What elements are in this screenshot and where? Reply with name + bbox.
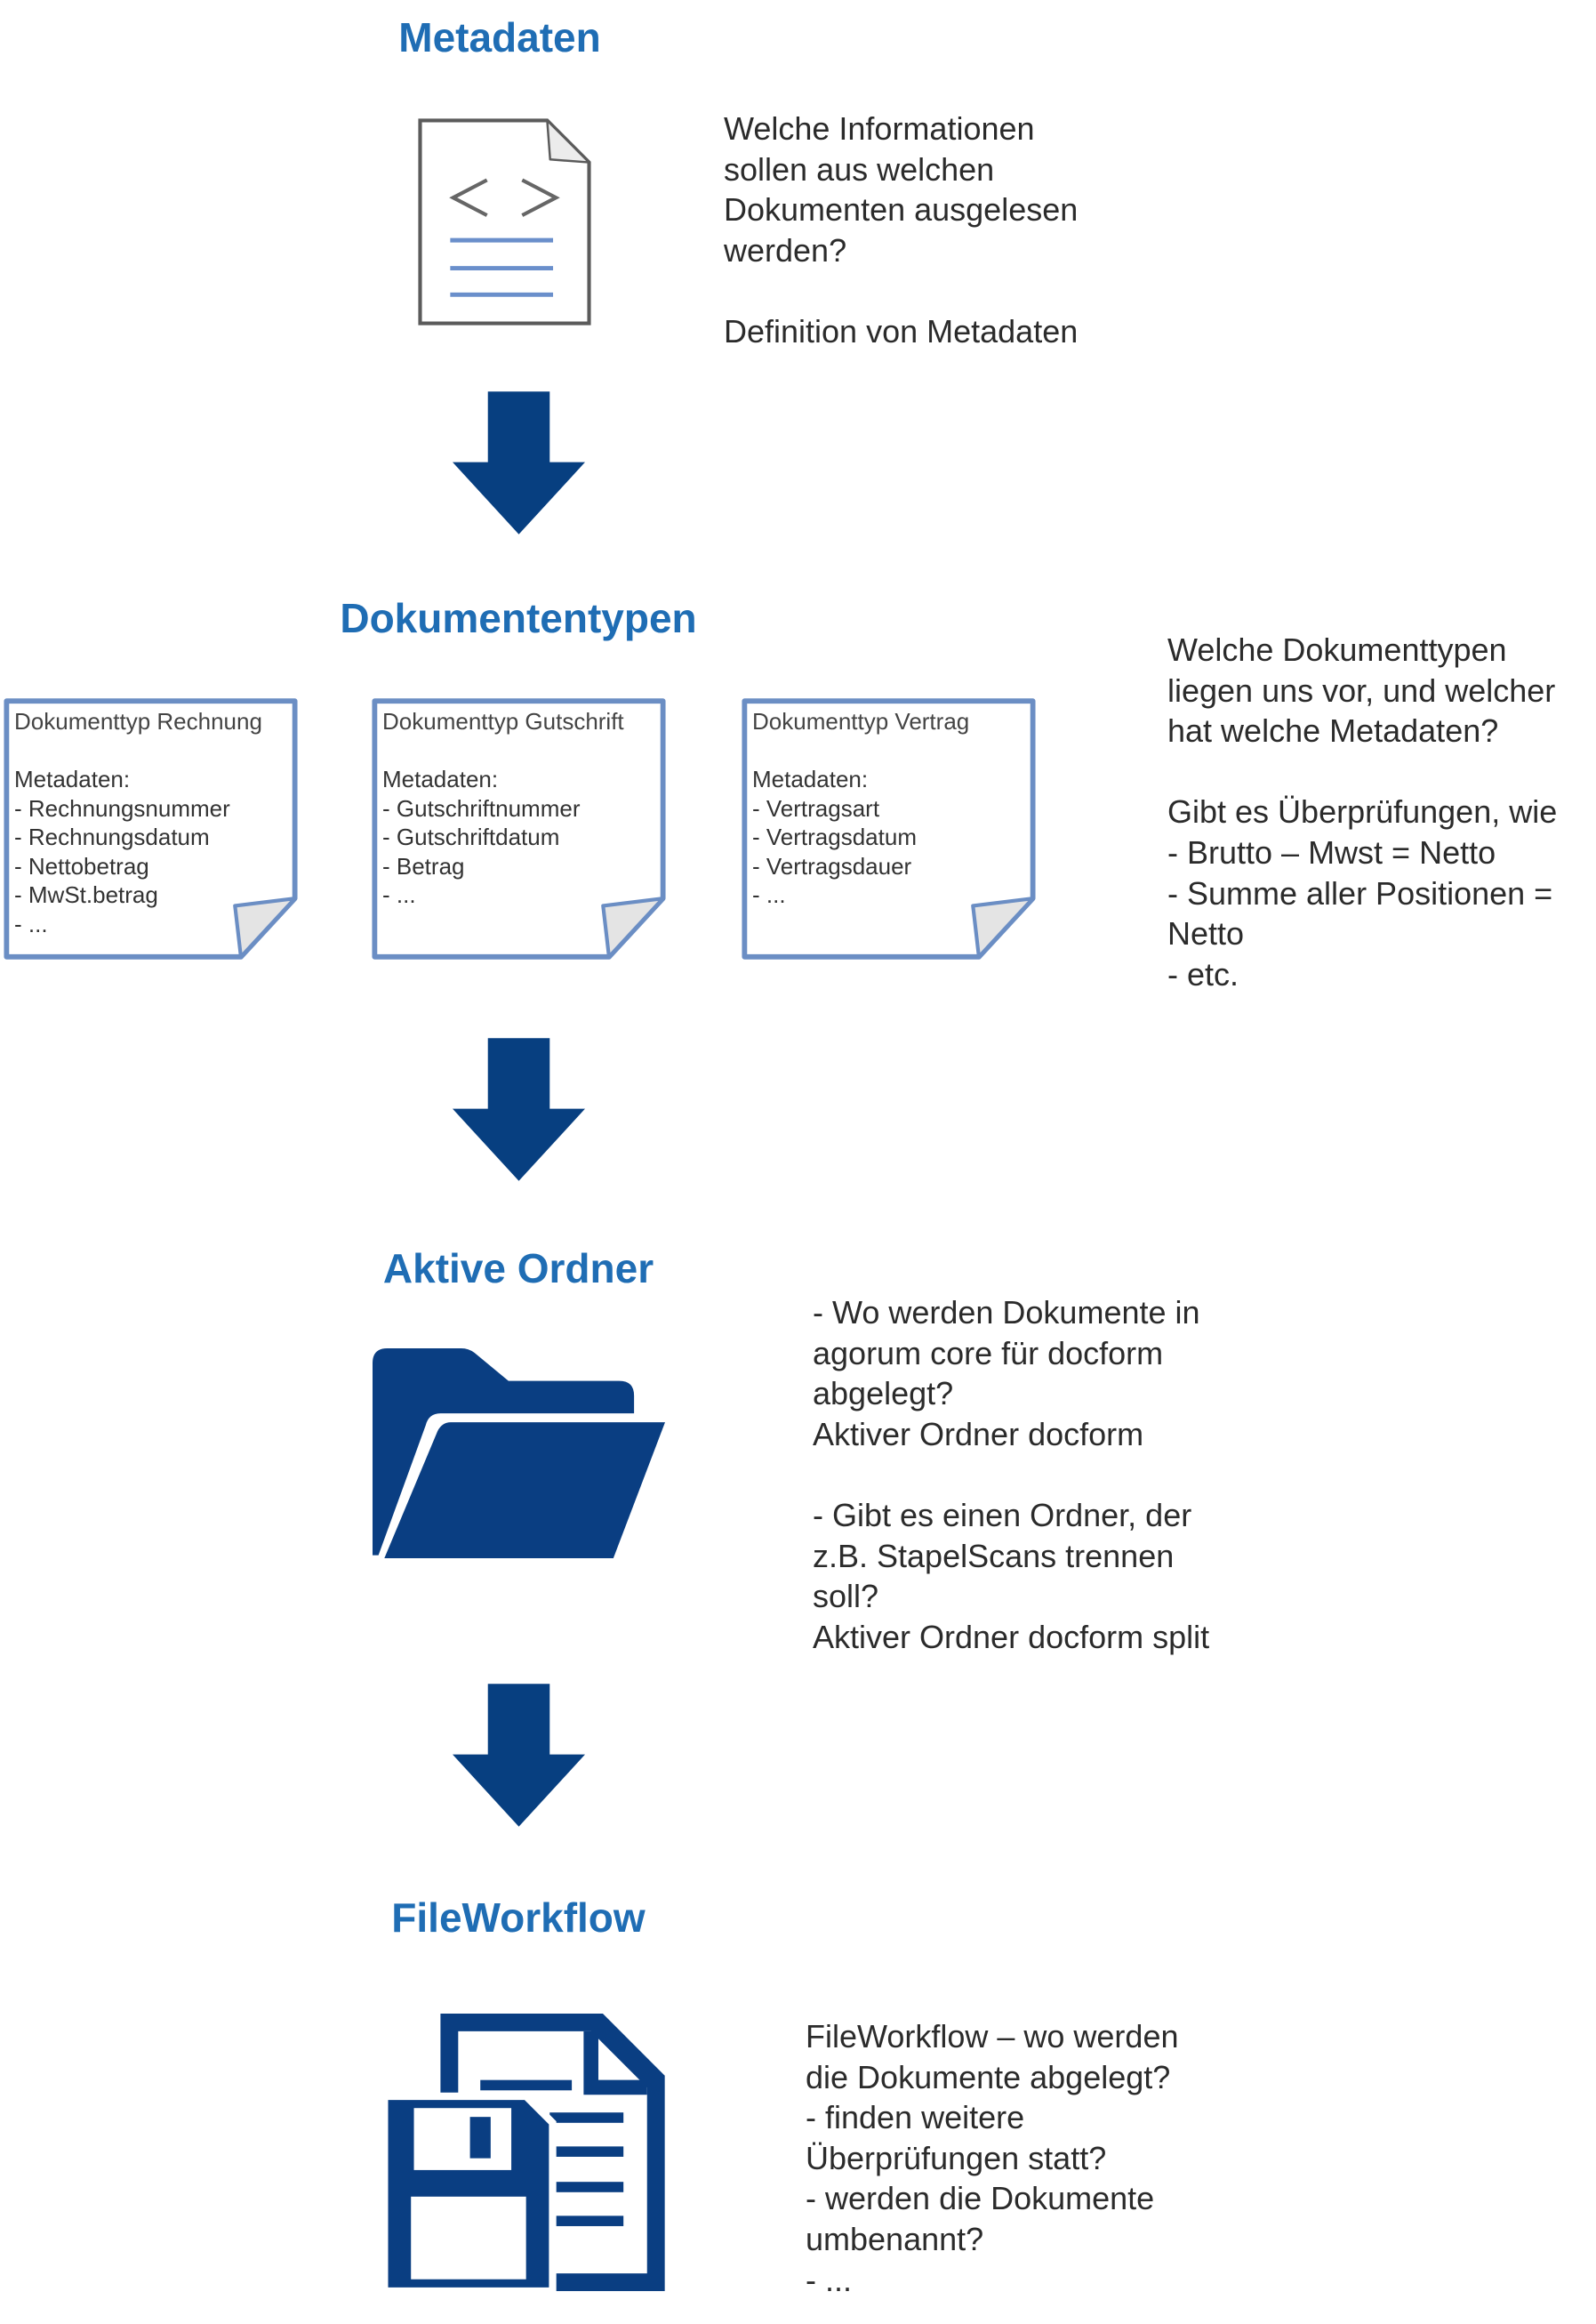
description-paragraph: Welche Dokumenttypen liegen uns vor, und… <box>1167 630 1557 752</box>
description-line: werden? <box>724 231 847 269</box>
description-line: - werden die Dokumente <box>806 2180 1155 2217</box>
save-document-icon <box>384 2014 665 2291</box>
card-meta-item: - Vertragsdatum <box>752 824 917 850</box>
heading-aktive-ordner: Aktive Ordner <box>382 1245 654 1291</box>
description-line: - Brutto – Mwst = Netto <box>1167 833 1496 871</box>
description-line: Welche Informationen <box>724 110 1035 147</box>
metadaten-description: Welche Informationen sollen aus welchen … <box>724 109 1078 352</box>
floppy-label <box>411 2196 526 2280</box>
document-fold <box>583 2030 647 2095</box>
document-line <box>549 2112 624 2123</box>
description-line: soll? <box>813 1578 879 1615</box>
description-paragraph: - Wo werden Dokumente in agorum core für… <box>813 1292 1209 1454</box>
description-paragraph: - Gibt es einen Ordner, der z.B. StapelS… <box>813 1495 1209 1657</box>
fileworkflow-description: FileWorkflow – wo werden die Dokumente a… <box>806 2016 1178 2300</box>
floppy-shutter-slot <box>469 2117 491 2159</box>
page-fold <box>971 897 1035 959</box>
card-title: Dokumenttyp Gutschrift <box>382 708 624 735</box>
card-meta-label: Metadaten: <box>752 766 869 792</box>
description-line: - Summe aller Positionen = <box>1167 874 1553 912</box>
document-page-icon <box>4 698 298 960</box>
document-page-icon <box>372 698 666 960</box>
description-line: Welche Dokumenttypen <box>1167 631 1507 668</box>
folder-back <box>373 1348 635 1556</box>
description-line: - Wo werden Dokumente in <box>813 1294 1200 1331</box>
description-line: sollen aus welchen <box>724 150 995 188</box>
description-paragraph: Definition von Metadaten <box>724 311 1078 352</box>
description-line: z.B. StapelScans trennen <box>813 1537 1175 1574</box>
floppy-shutter <box>413 2108 512 2170</box>
aktive-ordner-description: - Wo werden Dokumente in agorum core für… <box>813 1292 1209 1657</box>
description-line: agorum core für docform <box>813 1334 1164 1371</box>
description-line: hat welche Metadaten? <box>1167 712 1499 750</box>
heading-dokumententypen: Dokumententypen <box>340 595 697 641</box>
card-meta-item: - ... <box>14 910 48 937</box>
description-line: FileWorkflow – wo werden <box>806 2018 1179 2055</box>
card-text: Dokumenttyp Gutschrift Metadaten: - Guts… <box>382 707 624 910</box>
doc-type-card-gutschrift: Dokumenttyp Gutschrift Metadaten: - Guts… <box>371 697 667 961</box>
page-outline <box>418 118 591 326</box>
description-line: Aktiver Ordner docform <box>813 1415 1144 1452</box>
chevron-left <box>449 178 488 217</box>
card-meta-item: - ... <box>752 881 786 908</box>
dokumententypen-description: Welche Dokumenttypen liegen uns vor, und… <box>1167 630 1557 994</box>
page-fold <box>546 119 590 164</box>
document-page-icon <box>742 698 1036 960</box>
folder-front <box>384 1422 665 1558</box>
card-text: Dokumenttyp Vertrag Metadaten: - Vertrag… <box>752 707 969 910</box>
card-meta-item: - Rechnungsnummer <box>14 794 230 822</box>
description-line: die Dokumente abgelegt? <box>806 2058 1171 2095</box>
document-line <box>480 2079 573 2091</box>
card-meta-item: - ... <box>382 881 416 908</box>
chevron-right <box>521 178 560 217</box>
doc-type-card-rechnung: Dokumenttyp Rechnung Metadaten: - Rechnu… <box>3 697 299 961</box>
description-line: Gibt es Überprüfungen, wie <box>1167 793 1558 831</box>
card-meta-item: - Rechnungsdatum <box>14 824 210 850</box>
card-meta-item: - Betrag <box>382 852 465 880</box>
card-meta-item: - Vertragsart <box>752 794 880 822</box>
description-line: Definition von Metadaten <box>724 312 1079 350</box>
description-paragraph: FileWorkflow – wo werden die Dokumente a… <box>806 2016 1178 2300</box>
card-meta-item: - MwSt.betrag <box>14 881 158 908</box>
arrow-down-icon <box>453 1684 585 1827</box>
page-fold <box>601 897 665 959</box>
page-fold <box>233 897 297 959</box>
description-line: - etc. <box>1167 955 1239 993</box>
card-meta-label: Metadaten: <box>14 766 131 792</box>
description-line: Aktiver Ordner docform split <box>813 1618 1210 1655</box>
document-line <box>549 2182 624 2192</box>
card-title: Dokumenttyp Vertrag <box>752 708 970 735</box>
description-line: liegen uns vor, und welcher <box>1167 671 1556 709</box>
description-line: abgelegt? <box>813 1375 954 1412</box>
document-line <box>549 2215 624 2226</box>
description-line: Überprüfungen statt? <box>806 2139 1107 2176</box>
heading-fileworkflow: FileWorkflow <box>391 1894 646 1941</box>
heading-metadaten: Metadaten <box>398 14 601 60</box>
card-text: Dokumenttyp Rechnung Metadaten: - Rechnu… <box>14 707 262 938</box>
description-line: Netto <box>1167 915 1245 953</box>
card-meta-item: - Vertragsdauer <box>752 852 912 880</box>
arrow-down-icon <box>453 1038 585 1181</box>
card-title: Dokumenttyp Rechnung <box>14 708 262 735</box>
card-meta-item: - Gutschriftnummer <box>382 794 581 822</box>
description-paragraph: Welche Informationen sollen aus welchen … <box>724 109 1078 270</box>
document-line <box>549 2146 624 2157</box>
description-line: - ... <box>806 2261 852 2298</box>
code-document-icon <box>418 118 591 326</box>
description-line: - Gibt es einen Ordner, der <box>813 1496 1192 1533</box>
description-line: umbenannt? <box>806 2220 984 2257</box>
description-paragraph: Gibt es Überprüfungen, wie - Brutto – Mw… <box>1167 792 1557 994</box>
arrow-down-icon <box>453 391 585 535</box>
description-line: - finden weitere <box>806 2099 1025 2136</box>
description-line: Dokumenten ausgelesen <box>724 191 1079 229</box>
doc-type-card-vertrag: Dokumenttyp Vertrag Metadaten: - Vertrag… <box>741 697 1037 961</box>
card-meta-item: - Nettobetrag <box>14 852 149 880</box>
card-meta-item: - Gutschriftdatum <box>382 824 560 850</box>
folder-open-icon <box>373 1348 665 1558</box>
card-meta-label: Metadaten: <box>382 766 499 792</box>
